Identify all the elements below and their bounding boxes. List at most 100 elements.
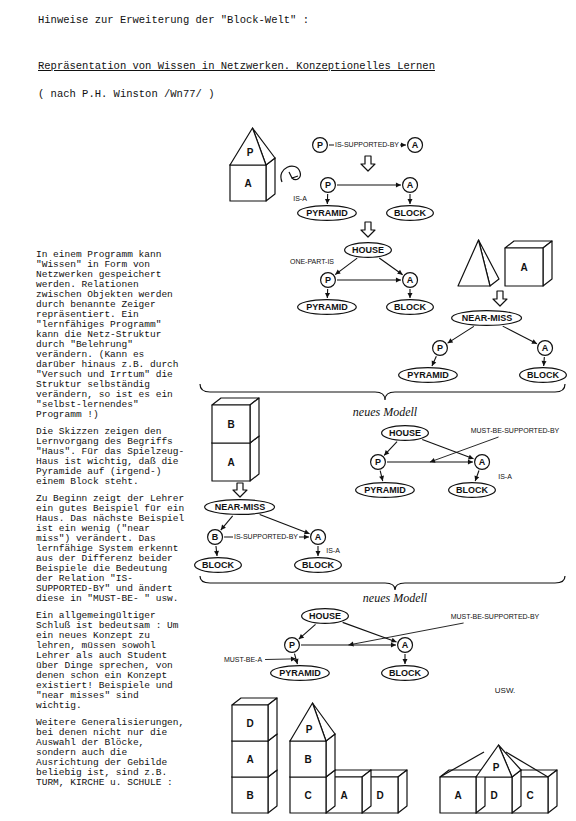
relation-label: MUST-BE-SUPPORTED-BY: [470, 427, 561, 435]
node-text: B: [212, 532, 219, 542]
block-side: [543, 241, 552, 286]
block-front: [212, 405, 250, 443]
node-text: PYRAMID: [306, 208, 348, 218]
block-letter: P: [493, 762, 500, 773]
ellipse-shape: [371, 455, 386, 470]
pyramid-front: [230, 128, 266, 165]
arrowhead: [468, 455, 474, 460]
block-side: [362, 770, 371, 813]
block-side: [398, 770, 407, 813]
block-letter: D: [376, 790, 383, 801]
arrowhead: [316, 551, 321, 556]
down-arrow: [493, 291, 507, 306]
ellipse-shape: [399, 368, 458, 383]
leader-arrowhead: [430, 458, 436, 463]
concept-ellipse: PYRAMID: [355, 482, 415, 498]
arrowhead: [214, 551, 219, 556]
node-text: HOUSE: [389, 428, 421, 438]
concept-ellipse: BLOCK: [519, 367, 567, 383]
node-text: A: [407, 180, 414, 190]
ellipse-shape: [195, 558, 242, 573]
ellipse-shape: [311, 530, 326, 545]
relation-label: IS-A: [325, 547, 341, 555]
node-text: A: [402, 640, 409, 650]
curl-arrowhead: [289, 172, 298, 178]
relation-arrow: [432, 356, 436, 366]
ellipse-shape: [433, 341, 448, 356]
concept-ellipse: P: [312, 137, 328, 153]
block-letter: P: [247, 147, 254, 158]
block-front: [290, 741, 326, 777]
concept-ellipse: BLOCK: [194, 557, 242, 573]
block-letter: A: [340, 790, 347, 801]
block-letter: D: [246, 718, 253, 729]
node-text: BLOCK: [394, 302, 426, 312]
node-text: PYRAMID: [407, 370, 449, 380]
ellipse-shape: [403, 273, 418, 288]
node-text: A: [542, 343, 549, 353]
relation-arrow: [448, 326, 474, 343]
arrowhead: [475, 476, 480, 482]
relation-label: MUST-BE-SUPPORTED-BY: [450, 613, 541, 621]
node-text: BLOCK: [456, 485, 488, 495]
node-text: BLOCK: [394, 208, 426, 218]
concept-ellipse: A: [474, 454, 490, 470]
relation-label: IS-A: [292, 195, 308, 203]
pyramid-front: [476, 745, 512, 777]
ellipse-shape: [321, 273, 336, 288]
paragraph: Ein allgemeingültiger Schluß ist bedeuts…: [36, 611, 188, 711]
concept-ellipse: PYRAMID: [398, 367, 458, 383]
ellipse-shape: [398, 638, 413, 653]
paragraph: Zu Beginn zeigt der Lehrer ein gutes Bei…: [36, 494, 188, 604]
ellipse-shape: [449, 483, 496, 498]
relation-label: IS-A: [497, 473, 513, 481]
node-text: HOUSE: [309, 611, 341, 621]
ellipse-shape: [403, 178, 418, 193]
concept-ellipse: BLOCK: [294, 557, 342, 573]
ellipse-shape: [452, 311, 522, 326]
arrowhead: [221, 525, 226, 530]
ellipse-shape: [356, 483, 415, 498]
arrowhead: [379, 476, 384, 481]
block-side: [250, 436, 259, 481]
relation-arrow: [337, 279, 401, 280]
ellipse-shape: [321, 178, 336, 193]
relation-arrow: [337, 184, 401, 185]
concept-ellipse: BLOCK: [448, 482, 496, 498]
node-text: NEAR-MISS: [215, 502, 266, 512]
relation-arrow: [299, 624, 316, 639]
leader-arrowhead: [348, 642, 353, 647]
block-side: [250, 398, 259, 443]
arrowhead: [299, 634, 304, 639]
block-letter: A: [246, 754, 253, 765]
node-text: PYRAMID: [279, 668, 321, 678]
down-arrow: [233, 483, 247, 497]
arrowhead: [391, 643, 396, 648]
block-front: [232, 777, 268, 813]
relation-arrow: [221, 516, 233, 530]
node-text: PYRAMID: [306, 302, 348, 312]
ellipse-shape: [408, 138, 423, 153]
block-letter: A: [454, 790, 461, 801]
pyramid-front: [290, 703, 326, 741]
node-text: P: [325, 275, 331, 285]
arrowhead: [335, 270, 340, 275]
relation-arrow: [335, 258, 357, 274]
block-side: [268, 698, 277, 741]
relation-arrow: [475, 470, 479, 481]
arrowhead: [408, 199, 413, 204]
concept-ellipse: HOUSE: [344, 242, 392, 258]
arrowhead: [391, 638, 397, 643]
arrowhead: [468, 460, 473, 465]
ellipse-shape: [298, 300, 357, 315]
block-letter: B: [227, 419, 234, 430]
concept-ellipse: NEAR-MISS: [451, 310, 522, 326]
relation-arrow: [384, 442, 397, 456]
ellipse-shape: [345, 243, 392, 258]
node-text: PYRAMID: [364, 485, 406, 495]
subtitle: Repräsentation von Wissen in Netzwerken.…: [38, 60, 435, 72]
node-text: P: [317, 140, 323, 150]
text-column: In einem Programm kann "Wissen" in Form …: [36, 250, 188, 795]
ellipse-shape: [298, 206, 357, 221]
block-front: [230, 165, 266, 201]
